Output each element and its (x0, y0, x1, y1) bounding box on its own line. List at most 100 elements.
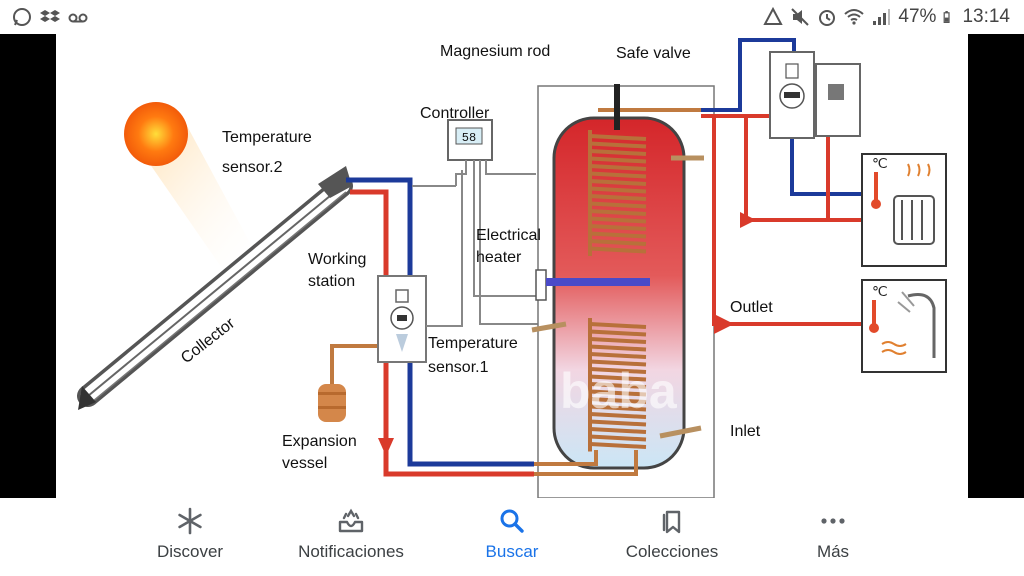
tank-return-pipe (534, 450, 638, 476)
heater-element (546, 278, 650, 286)
storage-tank (537, 85, 715, 498)
inlet-label: Inlet (730, 423, 761, 440)
coil-turn (589, 322, 647, 329)
electrical-heater-label-a: Electrical (476, 227, 541, 244)
coil-turn (589, 231, 647, 239)
solar-water-heater-diagram: 58 (77, 38, 947, 498)
watermark: baba (560, 363, 678, 419)
lower-heat-coil (588, 318, 647, 452)
temp-sensor-2-label-a: Temperature (222, 129, 312, 146)
coil-turn (589, 246, 647, 254)
nav-notifications-label: Notificaciones (298, 542, 404, 561)
coil-turn (589, 434, 647, 442)
coil-turn (589, 419, 647, 427)
coil-turn (589, 442, 647, 449)
flow-arrow-down (378, 438, 394, 456)
coil-turn (589, 224, 647, 231)
coil-turn (589, 209, 647, 216)
voicemail-icon (68, 13, 88, 23)
magnesium-rod (614, 84, 620, 130)
wall-boiler (815, 63, 861, 137)
electrical-heater-label-b: heater (476, 249, 522, 266)
nav-search[interactable]: Buscar (432, 506, 592, 562)
nav-more[interactable]: Más (753, 506, 913, 562)
upper-heat-coil (588, 130, 647, 256)
tank-inlet-pipes (534, 450, 598, 466)
shower-panel (861, 279, 947, 373)
wifi-icon (844, 9, 865, 25)
electrical-heater (535, 269, 547, 301)
coil-turn (589, 201, 647, 209)
coil-turn (589, 156, 647, 164)
working-station-label-b: station (308, 273, 355, 290)
asterisk-icon (178, 507, 202, 535)
search-icon (500, 509, 524, 533)
flow-arrow-right-2 (714, 314, 734, 334)
celsius-mark-1: ℃ (872, 155, 888, 171)
coil-turn (589, 329, 647, 337)
coil-turn (589, 337, 647, 344)
clock-time: 13:14 (962, 6, 1010, 27)
data-saver-icon (763, 7, 784, 25)
more-dots-icon (821, 518, 845, 524)
working-station-label-a: Working (308, 251, 366, 268)
expansion-vessel-label-b: vessel (282, 455, 327, 472)
nav-collections[interactable]: Colecciones (592, 506, 752, 562)
temp-sensor-1-label-a: Temperature (428, 335, 518, 352)
coil-turn (589, 412, 647, 419)
battery-icon (944, 11, 951, 23)
radiator-panel (861, 153, 947, 267)
coil-turn (589, 141, 647, 149)
nav-discover[interactable]: Discover (110, 506, 270, 562)
nav-notifications[interactable]: Notificaciones (271, 506, 431, 562)
coil-turn (589, 134, 647, 141)
inbox-bell-icon (338, 508, 364, 533)
celsius-mark-2: ℃ (872, 283, 888, 299)
coil-turn (589, 404, 647, 412)
outlet-label: Outlet (730, 299, 773, 316)
flow-arrow-right-1 (740, 212, 756, 228)
nav-discover-label: Discover (156, 542, 224, 561)
nav-more-label: Más (816, 542, 850, 561)
sun-icon (124, 102, 188, 166)
expansion-vessel (318, 344, 386, 422)
magnesium-rod-label: Magnesium rod (440, 43, 550, 60)
bookmark-stack-icon (662, 510, 681, 534)
coil-turn (589, 359, 647, 367)
coil-turn (589, 382, 647, 389)
temp-sensor-2-label-b: sensor.2 (222, 159, 283, 176)
coil-turn (589, 389, 647, 397)
coil-turn (589, 194, 647, 201)
coil-turn (589, 216, 647, 224)
coil-turn (589, 149, 647, 156)
coil-turn (589, 374, 647, 382)
alarm-icon (819, 10, 836, 26)
working-station (377, 275, 427, 363)
nav-search-label: Buscar (485, 542, 539, 561)
bottom-navigation: Discover Notificaciones Buscar Coleccion… (0, 498, 1024, 576)
coil-turn (589, 186, 647, 194)
safe-valve-label: Safe valve (616, 45, 691, 62)
controller-label: Controller (420, 105, 490, 122)
dropbox-icon (40, 10, 60, 22)
temp-sensor-1-label-b: sensor.1 (428, 359, 489, 376)
sensor-probe-3 (659, 425, 702, 439)
coil-turn (589, 344, 647, 352)
nav-collections-label: Colecciones (625, 542, 719, 561)
whatsapp-icon (13, 8, 31, 26)
sensor-probe-1 (531, 321, 567, 333)
coil-turn (589, 352, 647, 359)
status-bar: 47% 13:14 (0, 0, 1024, 34)
expansion-vessel-label-a: Expansion (282, 433, 357, 450)
controller-display: 58 (462, 131, 476, 145)
gas-meter (769, 51, 815, 139)
working-station-wire (426, 170, 463, 327)
coil-turn (589, 171, 647, 179)
battery-percent: 47% (898, 6, 937, 27)
mute-icon (791, 8, 810, 26)
signal-icon (873, 9, 891, 25)
coil-turn (589, 179, 647, 186)
solar-collector (77, 166, 353, 410)
controller-device: 58 (447, 119, 493, 161)
image-viewer[interactable]: 58 (56, 34, 968, 498)
